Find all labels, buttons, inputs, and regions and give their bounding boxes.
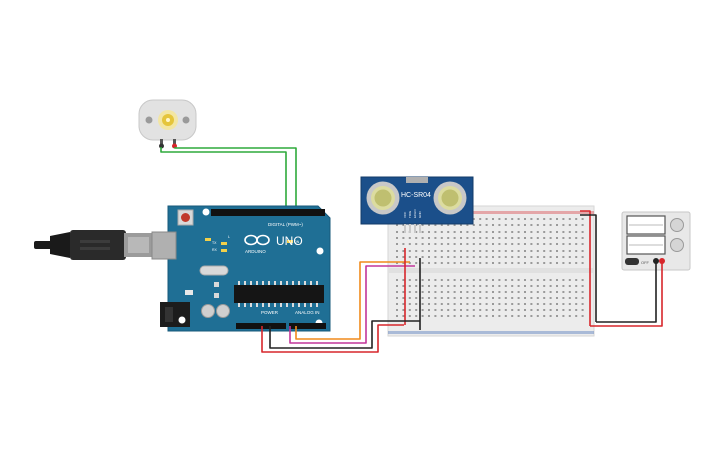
rail-jumper-black-right bbox=[580, 214, 597, 322]
usb-cable-icon bbox=[34, 230, 153, 260]
supply-wire-red bbox=[590, 262, 663, 327]
arduino-gnd-wire bbox=[269, 320, 420, 349]
motor-wire-1 bbox=[160, 147, 287, 212]
sensor-wire-magenta bbox=[289, 265, 415, 344]
rx-label: RX bbox=[212, 248, 218, 252]
on-led-label: ON bbox=[294, 240, 300, 244]
breadboard-holes bbox=[396, 218, 584, 317]
analog-header-label: ANALOG IN bbox=[295, 310, 320, 315]
sensor-pin-vcc: VCC bbox=[403, 211, 407, 218]
rail-jumper-red-right bbox=[580, 210, 591, 326]
sensor-pin-gnd: GND bbox=[418, 211, 422, 219]
power-header-label: POWER bbox=[261, 310, 279, 315]
digital-header-label: DIGITAL (PWM~) bbox=[268, 222, 303, 227]
sensor-pin-labels: VCC TRIG ECHO GND bbox=[403, 209, 422, 218]
arduino-brand-label: ARDUINO bbox=[245, 249, 266, 254]
arduino-uno-label: UNO bbox=[276, 234, 303, 248]
supply-negative-terminal[interactable] bbox=[653, 258, 659, 264]
dc-motor-icon[interactable] bbox=[138, 99, 197, 149]
ultrasonic-sensor[interactable]: HC-SR04 VCC TRIG ECHO GND bbox=[360, 176, 474, 233]
sensor-pin-echo: ECHO bbox=[413, 209, 417, 218]
sensor-model-label: HC-SR04 bbox=[401, 192, 431, 199]
motor-wire-2 bbox=[174, 147, 297, 212]
arduino-5v-wire bbox=[261, 324, 404, 353]
l-led-label: L bbox=[228, 235, 230, 239]
power-supply-icon[interactable]: OFF bbox=[621, 211, 691, 271]
circuit-wires bbox=[261, 210, 663, 353]
power-switch-label: OFF bbox=[641, 260, 650, 265]
chip-pins bbox=[238, 281, 318, 307]
supply-positive-terminal[interactable] bbox=[659, 258, 665, 264]
sensor-wire-orange bbox=[295, 261, 410, 340]
supply-wire-black bbox=[596, 262, 657, 323]
arduino-uno-board[interactable]: UNO ARDUINO DIGITAL (PWM~) POWER ANALOG … bbox=[151, 205, 331, 332]
motor-wires bbox=[160, 147, 297, 212]
breadboard-icon[interactable] bbox=[387, 205, 595, 337]
sensor-pin-trig: TRIG bbox=[408, 210, 412, 218]
tx-label: TX bbox=[212, 241, 217, 245]
